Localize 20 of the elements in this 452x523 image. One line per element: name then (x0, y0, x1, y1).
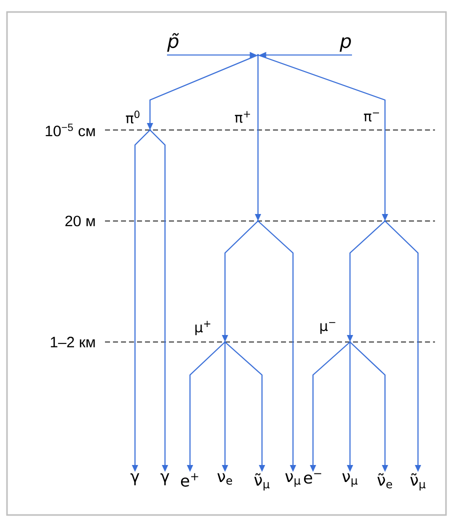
particle-label: p (340, 37, 351, 52)
particle-label: ν̃$_{e}$ (377, 473, 392, 488)
particle-label: μ$^{−}$ (320, 322, 336, 334)
particle-label: e$^{−}$ (304, 473, 322, 484)
particle-label: p̃ (167, 33, 179, 52)
particle-label: π$^{−}$ (364, 112, 380, 122)
particle-label: π$^{+}$ (234, 111, 250, 123)
particle-label: γ (160, 473, 170, 486)
particle-label: ν̃$_{μ}$ (410, 473, 426, 491)
particle-label: ν$_{e}$ (217, 473, 232, 485)
particle-label: γ (130, 473, 140, 486)
particle-label: μ$^{+}$ (195, 320, 210, 336)
particle-label: ν̃$_{μ}$ (254, 473, 270, 491)
distance-label: 20 м (65, 216, 95, 226)
particle-label: e$^{+}$ (181, 473, 198, 487)
particle-label: π$^{0}$ (126, 110, 140, 124)
distance-label: 1–2 км (50, 336, 95, 348)
distance-label: 10$^{−5}$ см (46, 124, 95, 136)
particle-label: ν$_{μ}$ (342, 473, 358, 487)
particle-label: ν$_{μ}$ (285, 473, 300, 487)
